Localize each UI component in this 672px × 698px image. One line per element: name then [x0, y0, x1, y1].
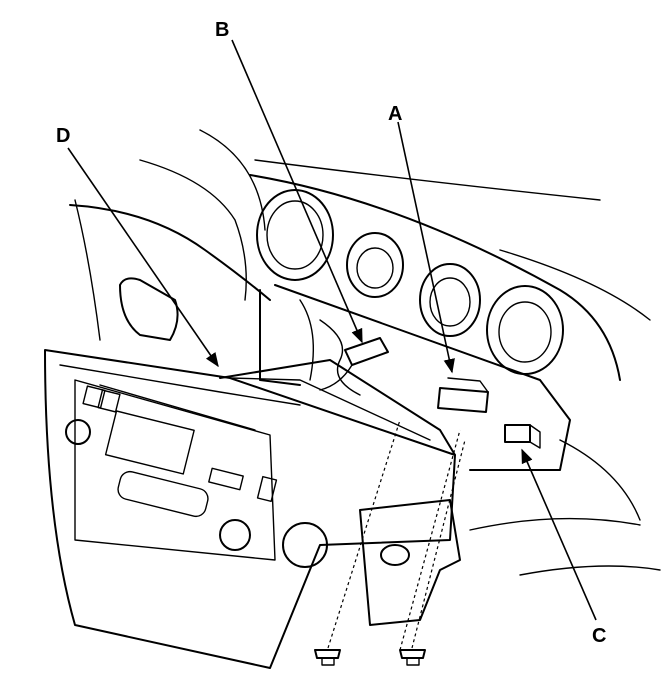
connector-c: [504, 424, 541, 449]
screw-right: [399, 649, 426, 666]
screw-left: [314, 649, 341, 666]
side-bracket: [119, 277, 179, 341]
air-vents: [256, 189, 564, 375]
leader-a: [397, 121, 455, 374]
dashboard-outline: [69, 129, 661, 576]
radio-unit: [44, 349, 456, 669]
connector-b: [319, 337, 389, 391]
leader-b: [231, 39, 363, 344]
leader-d: [67, 147, 219, 368]
connector-a: [437, 377, 489, 413]
callout-d: D: [56, 125, 70, 147]
callout-b: B: [215, 19, 229, 41]
leader-c: [521, 448, 597, 621]
screw-path-left: [327, 419, 401, 649]
screw-path-right-2: [399, 429, 461, 651]
callout-c: C: [592, 625, 606, 647]
callout-a: A: [388, 103, 402, 125]
